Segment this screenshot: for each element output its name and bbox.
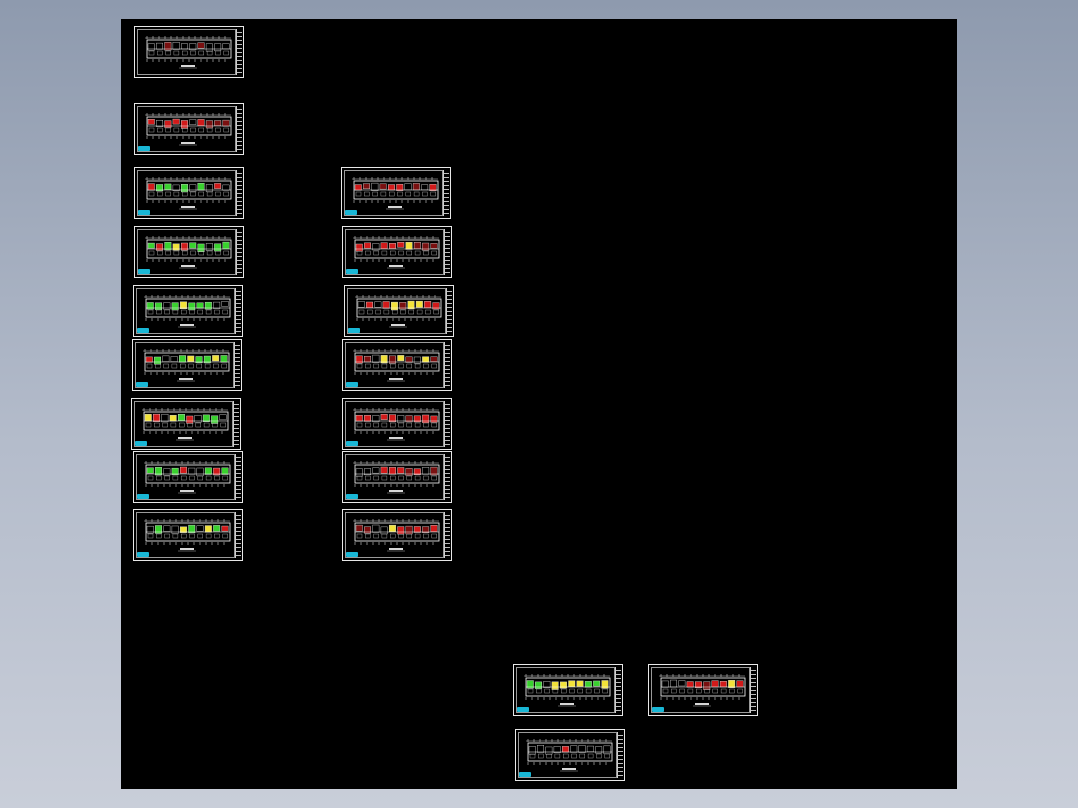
revision-stamp (519, 772, 531, 777)
sheet-border (345, 401, 444, 447)
floor-plan-drawing (524, 674, 611, 707)
revision-stamp (138, 210, 150, 215)
drawing-sheet-19[interactable] (515, 729, 625, 781)
floor-plan-drawing (353, 236, 440, 269)
title-block (615, 667, 621, 713)
title-block (236, 229, 242, 275)
title-block (236, 106, 242, 152)
sheet-border (518, 732, 617, 778)
title-block (443, 170, 449, 216)
floor-plan-drawing (144, 461, 231, 494)
floor-plan-drawing (352, 177, 439, 210)
sheet-border (345, 454, 444, 500)
sheet-border (137, 29, 236, 75)
floor-plan-drawing (659, 674, 746, 707)
drawing-sheet-6[interactable] (132, 339, 242, 391)
title-block (235, 512, 241, 558)
drawing-sheet-18[interactable] (648, 664, 758, 716)
floor-plan-drawing (355, 295, 442, 328)
title-block (235, 288, 241, 334)
floor-plan-drawing (145, 177, 232, 210)
sheet-border (137, 170, 236, 216)
cad-drawing-canvas[interactable] (121, 19, 957, 789)
floor-plan-drawing (353, 519, 440, 552)
floor-plan-drawing (353, 349, 440, 382)
revision-stamp (138, 146, 150, 151)
title-block (233, 401, 239, 447)
drawing-sheet-8[interactable] (133, 451, 243, 503)
revision-stamp (346, 382, 358, 387)
sheet-border (651, 667, 750, 713)
floor-plan-drawing (353, 408, 440, 441)
floor-plan-drawing (353, 461, 440, 494)
revision-stamp (346, 441, 358, 446)
revision-stamp (652, 707, 664, 712)
sheet-border (134, 401, 233, 447)
drawing-sheet-9[interactable] (133, 509, 243, 561)
title-block (446, 288, 452, 334)
floor-plan-drawing (526, 739, 613, 772)
revision-stamp (346, 552, 358, 557)
revision-stamp (517, 707, 529, 712)
drawing-sheet-14[interactable] (342, 398, 452, 450)
title-block (235, 454, 241, 500)
floor-plan-drawing (144, 295, 231, 328)
drawing-sheet-4[interactable] (134, 226, 244, 278)
floor-plan-drawing (142, 408, 229, 441)
title-block (444, 342, 450, 388)
title-block (750, 667, 756, 713)
drawing-sheet-1[interactable] (134, 26, 244, 78)
title-block (236, 170, 242, 216)
title-block (444, 454, 450, 500)
sheet-border (137, 229, 236, 275)
sheet-border (345, 342, 444, 388)
revision-stamp (135, 441, 147, 446)
revision-stamp (345, 210, 357, 215)
drawing-sheet-15[interactable] (342, 451, 452, 503)
revision-stamp (136, 382, 148, 387)
floor-plan-drawing (145, 236, 232, 269)
revision-stamp (138, 269, 150, 274)
floor-plan-drawing (145, 113, 232, 146)
title-block (617, 732, 623, 778)
sheet-border (345, 229, 444, 275)
sheet-border (516, 667, 615, 713)
sheet-border (137, 106, 236, 152)
revision-stamp (137, 328, 149, 333)
drawing-sheet-3[interactable] (134, 167, 244, 219)
drawing-sheet-10[interactable] (341, 167, 451, 219)
drawing-sheet-17[interactable] (513, 664, 623, 716)
floor-plan-drawing (144, 519, 231, 552)
title-block (234, 342, 240, 388)
sheet-border (345, 512, 444, 558)
sheet-border (136, 512, 235, 558)
floor-plan-drawing (143, 349, 230, 382)
drawing-sheet-7[interactable] (131, 398, 241, 450)
drawing-sheet-13[interactable] (342, 339, 452, 391)
floor-plan-drawing (145, 36, 232, 69)
sheet-border (136, 288, 235, 334)
title-block (444, 229, 450, 275)
revision-stamp (346, 494, 358, 499)
drawing-sheet-12[interactable] (344, 285, 454, 337)
title-block (236, 29, 242, 75)
revision-stamp (137, 552, 149, 557)
revision-stamp (137, 494, 149, 499)
sheet-border (347, 288, 446, 334)
sheet-border (135, 342, 234, 388)
title-block (444, 512, 450, 558)
drawing-sheet-11[interactable] (342, 226, 452, 278)
title-block (444, 401, 450, 447)
sheet-border (136, 454, 235, 500)
drawing-sheet-5[interactable] (133, 285, 243, 337)
revision-stamp (346, 269, 358, 274)
revision-stamp (348, 328, 360, 333)
drawing-sheet-2[interactable] (134, 103, 244, 155)
sheet-border (344, 170, 443, 216)
drawing-sheet-16[interactable] (342, 509, 452, 561)
